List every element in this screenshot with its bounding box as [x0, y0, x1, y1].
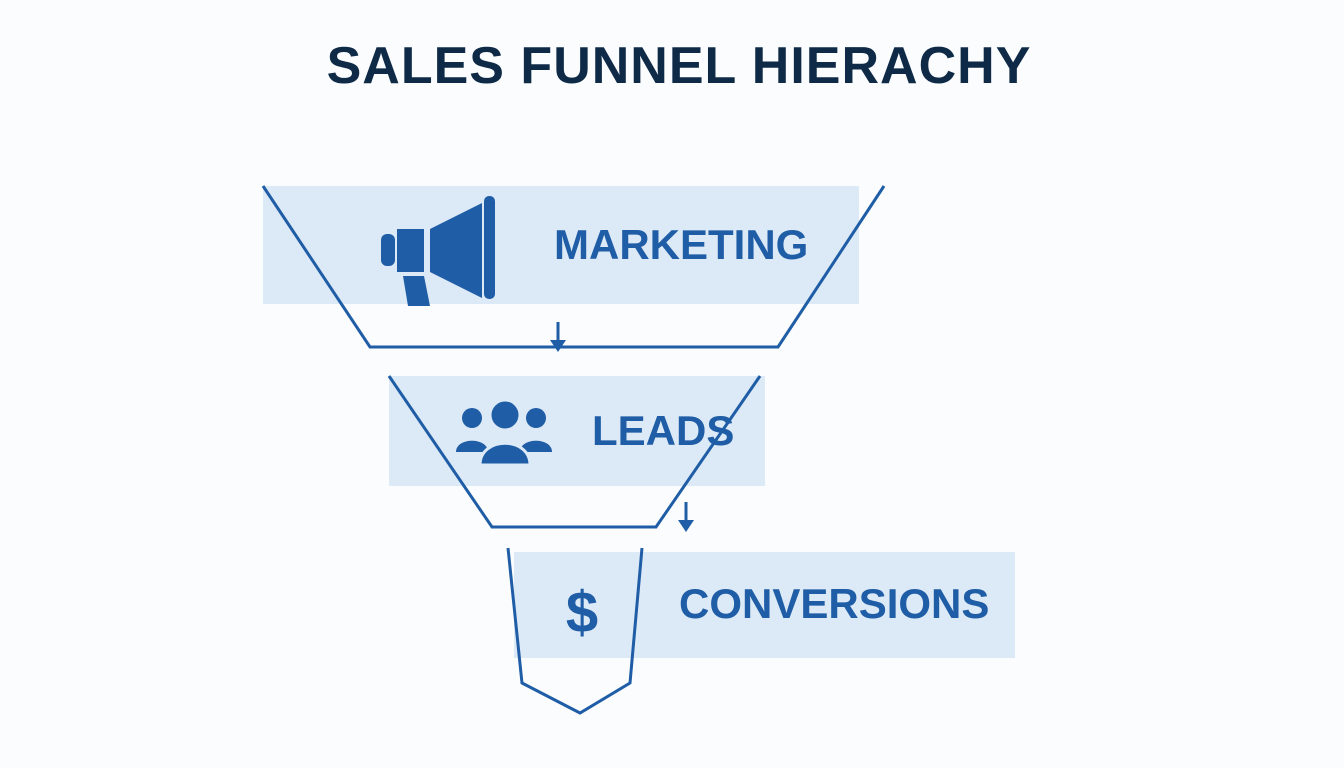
- funnel-stage-leads: LEADS: [387, 375, 765, 529]
- funnel-stage-conversions: $ CONVERSIONS: [506, 547, 1015, 715]
- stage-background: [514, 552, 1015, 658]
- arrow-down-icon: [550, 322, 566, 352]
- page-title: SALES FUNNEL HIERACHY: [326, 37, 1032, 95]
- funnel-outline: [506, 547, 644, 715]
- arrow-down-icon: [678, 502, 694, 532]
- funnel-outline: [387, 375, 762, 529]
- stage-background: [263, 186, 859, 304]
- stage-label-leads: LEADS: [592, 407, 734, 454]
- stage-label-conversions: CONVERSIONS: [679, 580, 989, 627]
- people-group-icon: [456, 398, 552, 467]
- stage-label-marketing: MARKETING: [554, 221, 808, 268]
- megaphone-icon: [381, 196, 495, 306]
- dollar-sign-icon: $: [566, 580, 598, 645]
- funnel-outline: [261, 185, 886, 349]
- funnel-stage-marketing: MARKETING: [261, 185, 886, 349]
